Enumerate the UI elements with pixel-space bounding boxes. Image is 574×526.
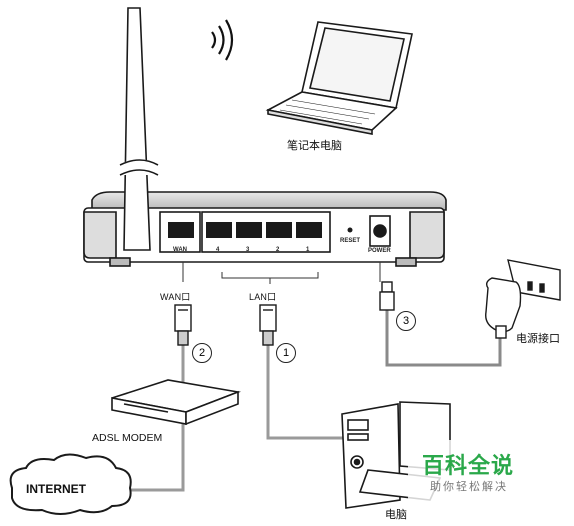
laptop-label: 笔记本电脑 bbox=[287, 139, 342, 152]
router-lan1-text: 1 bbox=[306, 247, 310, 253]
router-icon bbox=[83, 191, 447, 267]
step-badge-2: 2 bbox=[192, 343, 212, 363]
adsl-modem-icon bbox=[111, 379, 242, 426]
step-badge-3: 3 bbox=[396, 311, 416, 331]
laptop-icon bbox=[265, 21, 413, 135]
antenna-icon bbox=[119, 7, 159, 251]
rj45-plug-wan-icon bbox=[174, 304, 192, 346]
cables bbox=[120, 310, 502, 492]
router-lan4-text: 4 bbox=[216, 247, 220, 253]
internet-cloud-icon bbox=[9, 453, 132, 515]
watermark-background bbox=[408, 440, 558, 502]
router-lan2-text: 2 bbox=[276, 247, 280, 253]
watermark-title: 百科全说 bbox=[422, 454, 515, 479]
lan-port-4 bbox=[206, 222, 232, 238]
router-reset-text: RESET bbox=[340, 238, 361, 244]
reset-button bbox=[347, 227, 353, 233]
wifi-signal-icon bbox=[211, 19, 234, 61]
lan-port-1 bbox=[296, 222, 322, 238]
lan-port-2 bbox=[266, 222, 292, 238]
pc-label: 电脑 bbox=[385, 508, 407, 521]
lan-port-label: LAN口 bbox=[249, 292, 277, 302]
lan-port-3 bbox=[236, 222, 262, 238]
wan-port-label: WAN口 bbox=[160, 292, 191, 302]
wan-port bbox=[168, 222, 194, 238]
rj45-plug-lan-icon bbox=[259, 304, 277, 346]
router-power-text: POWER bbox=[368, 248, 391, 254]
internet-label: INTERNET bbox=[26, 482, 86, 496]
power-adapter-icon bbox=[485, 259, 561, 339]
power-plug-icon bbox=[379, 281, 395, 311]
step-badge-1: 1 bbox=[276, 343, 296, 363]
modem-label: ADSL MODEM bbox=[92, 432, 163, 444]
cable-modem-to-internet bbox=[120, 420, 185, 492]
lan-bracket bbox=[182, 262, 381, 284]
cable-lan-to-pc bbox=[266, 345, 345, 440]
router-wan-text: WAN bbox=[173, 247, 187, 253]
router-lan3-text: 3 bbox=[246, 247, 250, 253]
watermark-subtitle: 助你轻松解决 bbox=[430, 480, 508, 493]
cable-power bbox=[385, 310, 502, 367]
power-interface-label: 电源接口 bbox=[516, 332, 560, 345]
